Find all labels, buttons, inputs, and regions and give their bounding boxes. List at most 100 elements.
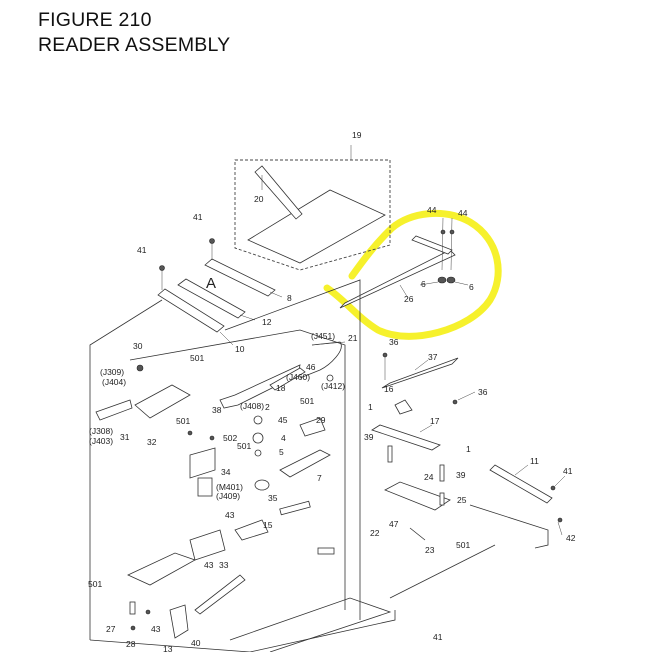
callout-41: 41: [563, 466, 573, 476]
callout-j409: (J409): [216, 491, 240, 501]
screw-36-top: [382, 352, 388, 358]
callout-501: 501: [176, 416, 190, 426]
pulley-35: [254, 479, 270, 491]
screw-41-a: [209, 238, 215, 244]
screw-41-b: [159, 265, 165, 271]
screw-502: [209, 435, 215, 441]
rail-26: [339, 249, 456, 309]
belt-lower: [389, 544, 496, 599]
strip-small: [317, 547, 335, 555]
frame-back-edge: [224, 279, 361, 620]
callout-6: 6: [469, 282, 474, 292]
callout-20: 20: [254, 194, 264, 204]
guide-rail: [194, 574, 246, 615]
callout-j460: (J460): [286, 372, 310, 382]
callout-501: 501: [190, 353, 204, 363]
washer-6-right: [446, 276, 456, 284]
callout-j451: (J451): [311, 331, 335, 341]
rail-11: [489, 464, 553, 504]
frame-inner: [129, 329, 346, 610]
bracket-13: [169, 604, 189, 639]
gear-45: [253, 415, 263, 425]
callout-38: 38: [212, 405, 222, 415]
callout-11: 11: [530, 456, 539, 466]
callout-27: 27: [106, 624, 116, 634]
spring-25: [439, 492, 445, 506]
callout-41: 41: [193, 212, 203, 222]
bracket-12: [177, 278, 246, 319]
motor-34: [197, 477, 213, 497]
callout-j308: (J308): [89, 426, 113, 436]
callout-j412: (J412): [321, 381, 345, 391]
callout-6: 6: [421, 279, 426, 289]
callout-2: 2: [265, 402, 270, 412]
callout-25: 25: [457, 495, 467, 505]
callout-32: 32: [147, 437, 157, 447]
strip-mid: [279, 500, 311, 516]
callout-1: 1: [466, 444, 471, 454]
callout-41: 41: [137, 245, 147, 255]
pulley-4: [252, 432, 264, 444]
callout-45: 45: [278, 415, 288, 425]
bracket-29: [299, 417, 326, 437]
callout-501: 501: [456, 540, 470, 550]
bracket-drive: [189, 447, 216, 479]
callout-44: 44: [427, 205, 437, 215]
callout-15: 15: [263, 520, 273, 530]
plate-7: [279, 449, 331, 478]
figure-title: READER ASSEMBLY: [38, 34, 231, 56]
callout-16: 16: [384, 384, 394, 394]
connector-30: [136, 364, 144, 372]
callout-j403: (J403): [89, 436, 113, 446]
washer-6-left: [437, 276, 447, 284]
callout-22: 22: [370, 528, 380, 538]
carriage-17: [371, 424, 441, 451]
callout-21: 21: [348, 333, 358, 343]
callout-23: 23: [425, 545, 435, 555]
board-33: [127, 552, 196, 586]
callout-7: 7: [317, 473, 322, 483]
flat-cable-46: [269, 367, 306, 391]
callout-30: 30: [133, 341, 143, 351]
spring-39-b: [439, 464, 445, 482]
callout-33: 33: [219, 560, 229, 570]
screw-42: [557, 517, 563, 523]
shaft-23: [409, 527, 426, 541]
callout-19: 19: [352, 130, 362, 140]
callout-4: 4: [281, 433, 286, 443]
highlight-marker: [323, 209, 502, 340]
callout-41: 41: [433, 632, 443, 642]
callout-26: 26: [404, 294, 414, 304]
callout-12: 12: [262, 317, 272, 327]
callout-37: 37: [428, 352, 438, 362]
callout-502: 502: [223, 433, 237, 443]
callout-35: 35: [268, 493, 278, 503]
callout-18: 18: [276, 383, 286, 393]
screw-501-motor: [187, 430, 193, 436]
callout-501: 501: [300, 396, 314, 406]
callout-46: 46: [306, 362, 316, 372]
bracket-8: [204, 258, 276, 297]
screw-28: [130, 625, 136, 631]
cable-21: [299, 341, 342, 379]
callout-43: 43: [225, 510, 235, 520]
callout-m401: (M401): [216, 482, 243, 492]
callout-17: 17: [430, 416, 440, 426]
callout-40: 40: [191, 638, 201, 648]
platen-glass: [247, 189, 386, 264]
carriage-24: [384, 481, 451, 511]
rail-26-top: [411, 235, 453, 255]
screw-36-right: [452, 399, 458, 405]
callout-39: 39: [456, 470, 466, 480]
bracket-31: [95, 399, 133, 421]
frame-bottom: [89, 610, 396, 652]
callout-10: 10: [235, 344, 245, 354]
bracket-lower: [189, 529, 226, 561]
callout-8: 8: [287, 293, 292, 303]
gear-5: [254, 449, 262, 457]
callout-1: 1: [368, 402, 373, 412]
callout-31: 31: [120, 432, 130, 442]
callout-47: 47: [389, 519, 399, 529]
screw-44-right: [449, 229, 455, 235]
